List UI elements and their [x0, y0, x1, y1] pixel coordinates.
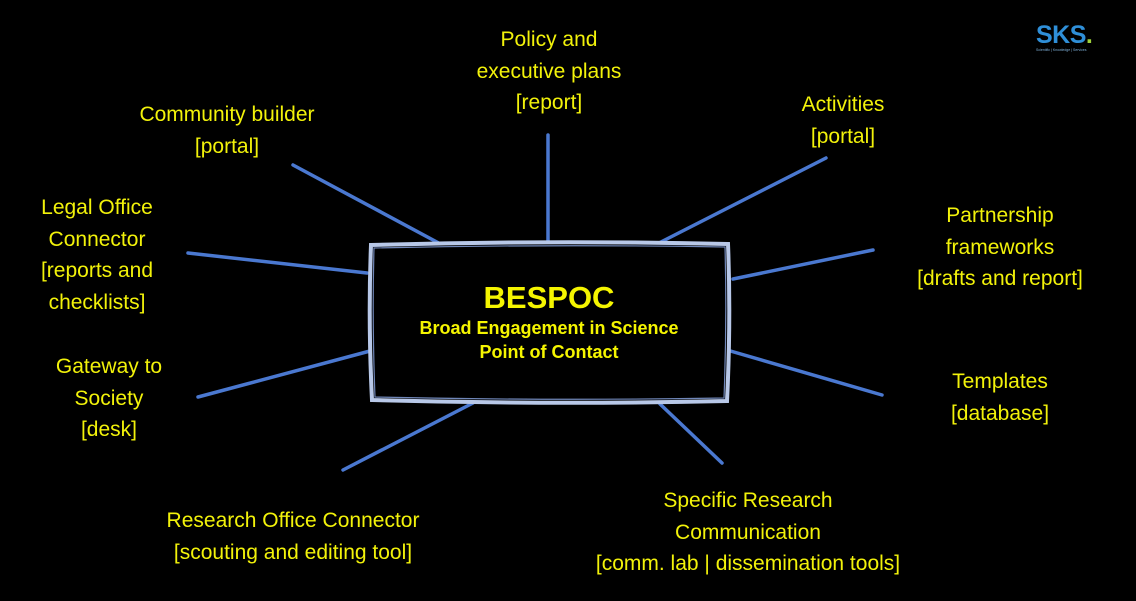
logo-dot: .	[1085, 21, 1093, 49]
node-line: [report]	[515, 91, 583, 114]
node-line: Research Office Connector	[166, 509, 420, 532]
node-line: [scouting and editing tool]	[173, 540, 413, 564]
node-line: [portal]	[810, 124, 876, 148]
sks-logo: SKS. Scientific | Knowledge | Services	[1036, 22, 1106, 53]
logo-tagline: Scientific | Knowledge | Services	[1036, 48, 1087, 52]
node-line: [drafts and report]	[917, 267, 1083, 290]
connector-community	[291, 163, 450, 250]
connector-templates	[725, 348, 884, 397]
node-partnership: Partnership frameworks [drafts and repor…	[917, 200, 1083, 295]
node-line: Partnership	[946, 204, 1054, 227]
node-line: [reports and	[40, 259, 154, 282]
node-line: Connector	[48, 227, 146, 251]
connector-activities	[655, 156, 828, 246]
node-line: Legal Office	[41, 196, 153, 219]
node-research-office: Research Office Connector [scouting and …	[167, 505, 420, 568]
node-line: Specific Research	[663, 489, 833, 512]
node-line: Gateway to	[55, 355, 163, 378]
node-line: checklists]	[48, 290, 146, 314]
node-templates: Templates [database]	[951, 366, 1049, 429]
node-line: frameworks	[945, 235, 1055, 259]
connector-specific	[658, 402, 724, 465]
node-line: Policy and	[500, 28, 598, 51]
connector-research-office	[341, 401, 475, 472]
connector-legal	[186, 251, 369, 275]
node-community: Community builder [portal]	[139, 99, 314, 162]
connector-partnership	[731, 248, 875, 281]
node-policy: Policy and executive plans [report]	[477, 24, 622, 119]
logo-text: SKS	[1036, 21, 1086, 49]
center-node: BESPOC Broad Engagement in Science Point…	[372, 246, 726, 400]
node-line: Communication	[675, 520, 821, 544]
node-line: executive plans	[476, 59, 622, 83]
node-line: Templates	[952, 370, 1048, 393]
node-line: [portal]	[194, 134, 260, 158]
node-line: Society	[74, 386, 144, 410]
center-box-frame	[367, 240, 732, 405]
center-subtitle-line: Point of Contact	[479, 342, 619, 362]
center-subtitle-line: Broad Engagement in Science	[419, 318, 679, 338]
node-line: [database]	[950, 401, 1050, 425]
node-specific: Specific Research Communication [comm. l…	[596, 485, 900, 580]
node-line: [desk]	[80, 418, 138, 441]
node-activities: Activities [portal]	[802, 89, 885, 152]
node-legal: Legal Office Connector [reports and chec…	[41, 192, 153, 318]
node-gateway: Gateway to Society [desk]	[56, 351, 162, 446]
node-line: Community builder	[139, 103, 315, 126]
center-title: BESPOC	[483, 280, 615, 315]
node-line: [comm. lab | dissemination tools]	[595, 552, 901, 575]
node-line: Activities	[801, 93, 885, 116]
connector-gateway	[196, 349, 372, 399]
